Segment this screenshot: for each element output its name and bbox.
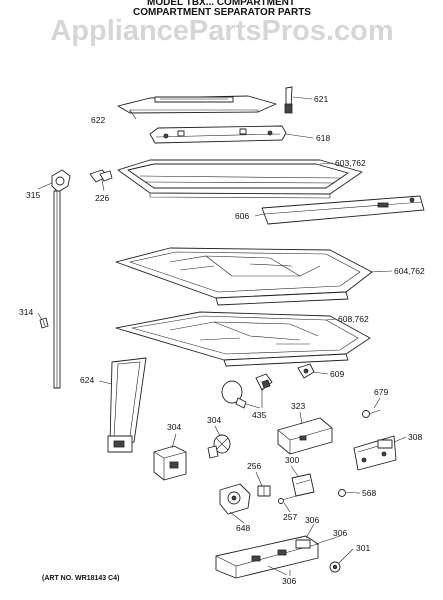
part-226-cap[interactable]	[89, 169, 113, 183]
callout-304-knob: 304	[207, 415, 221, 425]
callout-621: 621	[314, 94, 328, 104]
part-315-hinge[interactable]	[51, 169, 71, 193]
callout-603: 603,762	[335, 158, 366, 168]
callout-308: 308	[408, 432, 422, 442]
callout-679: 679	[374, 387, 388, 397]
callout-622: 622	[91, 115, 105, 125]
callout-314: 314	[19, 307, 33, 317]
callout-568: 568	[362, 488, 376, 498]
part-618-bracket[interactable]	[149, 125, 287, 144]
watermark-text: AppliancePartsPros.com	[50, 15, 393, 47]
part-314-screw[interactable]	[39, 317, 49, 329]
callout-306-b: 306	[333, 528, 347, 538]
art-number: (ART NO. WR18143 C4)	[42, 575, 119, 582]
part-648-motor[interactable]	[219, 483, 251, 515]
callout-226: 226	[95, 193, 109, 203]
callout-306-c: 306	[282, 576, 296, 586]
callout-609: 609	[330, 369, 344, 379]
part-323-housing[interactable]	[277, 417, 333, 455]
header-title-partial: MODEL TBX... COMPARTMENT	[147, 0, 295, 8]
callout-435: 435	[252, 410, 266, 420]
callout-648: 648	[236, 523, 250, 533]
part-622-cover[interactable]	[117, 95, 277, 114]
part-604-divider[interactable]	[115, 247, 373, 306]
part-679-screw[interactable]	[362, 409, 381, 418]
part-608-divider[interactable]	[115, 311, 371, 367]
part-624-panel[interactable]	[107, 357, 147, 453]
callout-618: 618	[316, 133, 330, 143]
callout-306-a: 306	[305, 515, 319, 525]
part-306-tray[interactable]	[215, 535, 319, 579]
part-304-box[interactable]	[153, 445, 187, 481]
callout-606: 606	[235, 211, 249, 221]
part-435-lamp[interactable]	[221, 373, 273, 409]
part-568-screw[interactable]	[338, 489, 357, 497]
callout-257: 257	[283, 512, 297, 522]
callout-304-left: 304	[167, 422, 181, 432]
part-304-knob[interactable]	[207, 434, 231, 459]
callout-301: 301	[356, 543, 370, 553]
part-606-trim[interactable]	[261, 195, 425, 225]
part-609-fitting[interactable]	[297, 363, 315, 379]
part-rod[interactable]	[53, 190, 61, 389]
part-308-bracket[interactable]	[353, 435, 397, 471]
part-603-shelf[interactable]	[117, 159, 363, 199]
part-256-bushing[interactable]	[257, 485, 271, 497]
header-title: COMPARTMENT SEPARATOR PARTS	[133, 7, 311, 18]
callout-323: 323	[291, 401, 305, 411]
part-301-knob[interactable]	[329, 561, 341, 573]
callout-315: 315	[26, 190, 40, 200]
leader-lines	[37, 96, 407, 576]
callout-608: 608,762	[338, 314, 369, 324]
part-300-switch[interactable]	[278, 473, 315, 504]
callout-624: 624	[80, 375, 94, 385]
callout-256: 256	[247, 461, 261, 471]
callout-604: 604,762	[394, 266, 425, 276]
callout-300: 300	[285, 455, 299, 465]
part-621-clip[interactable]	[284, 86, 293, 114]
